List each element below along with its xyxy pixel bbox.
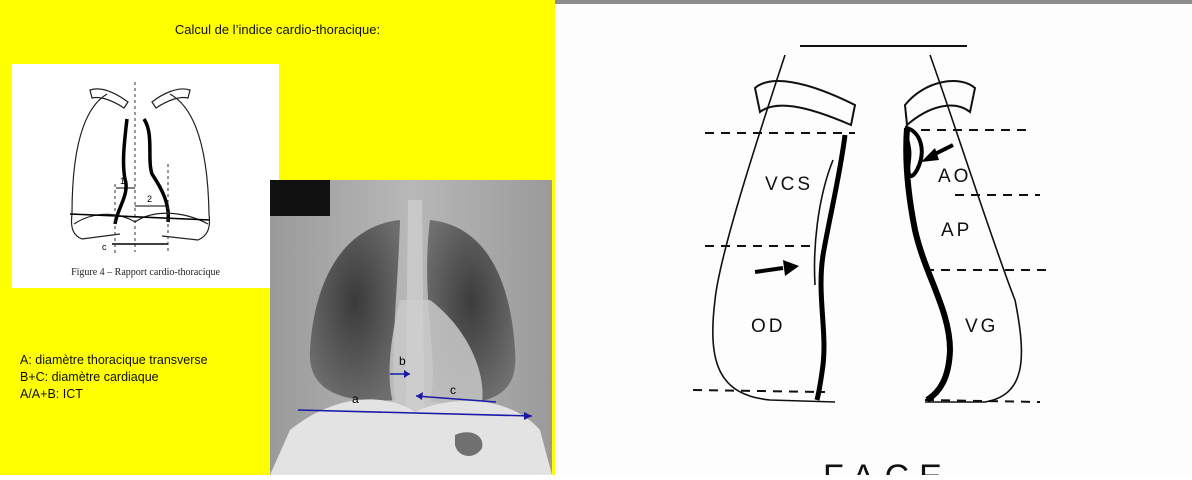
schematic-figure: 1 2 c Figure 4 – Rapport cardio-thoraciq…	[12, 64, 279, 288]
od-arrow-shaft	[755, 268, 783, 272]
xray-drawing: a b c	[270, 180, 552, 475]
label-ao: AO	[938, 166, 971, 187]
legend: A: diamètre thoracique transverse B+C: d…	[20, 352, 208, 403]
od-arrowhead	[783, 260, 799, 276]
top-rule	[555, 0, 1192, 4]
left-lung-outline	[71, 94, 120, 239]
left-clavicle	[90, 89, 128, 108]
figure-caption: Figure 4 – Rapport cardio-thoracique	[12, 267, 279, 278]
right-clavicle	[152, 89, 190, 108]
heart-left-border	[144, 119, 168, 222]
arcs-drawing: VCS AO AP OD VG FACE	[555, 0, 1192, 475]
vcs-od-border	[817, 135, 845, 400]
label-1: 1	[120, 176, 125, 186]
label-od: OD	[751, 316, 786, 337]
annot-label-a: a	[352, 392, 359, 406]
label-vcs: VCS	[765, 174, 813, 195]
schematic-drawing: 1 2 c	[12, 64, 279, 288]
label-face: FACE	[823, 458, 952, 475]
dash-line-5	[693, 390, 825, 392]
chest-xray: a b c	[270, 180, 552, 475]
legend-line-a: A: diamètre thoracique transverse	[20, 352, 208, 369]
legend-line-bc: B+C: diamètre cardiaque	[20, 369, 208, 386]
left-clavicle-diagram	[905, 81, 975, 125]
label-ap: AP	[941, 220, 972, 241]
label-2: 2	[147, 194, 152, 204]
annot-label-b: b	[399, 354, 406, 368]
slide-title: Calcul de l’indice cardio-thoracique:	[0, 22, 555, 37]
xray-corner-marker	[270, 180, 330, 216]
label-c: c	[102, 242, 107, 252]
cardiac-arcs-diagram: VCS AO AP OD VG FACE	[555, 0, 1192, 475]
annot-label-c: c	[450, 383, 456, 397]
legend-line-ict: A/A+B: ICT	[20, 386, 208, 403]
slide-panel: Calcul de l’indice cardio-thoracique: 1	[0, 0, 555, 475]
heart-right-border	[115, 119, 127, 224]
label-vg: VG	[965, 316, 998, 337]
